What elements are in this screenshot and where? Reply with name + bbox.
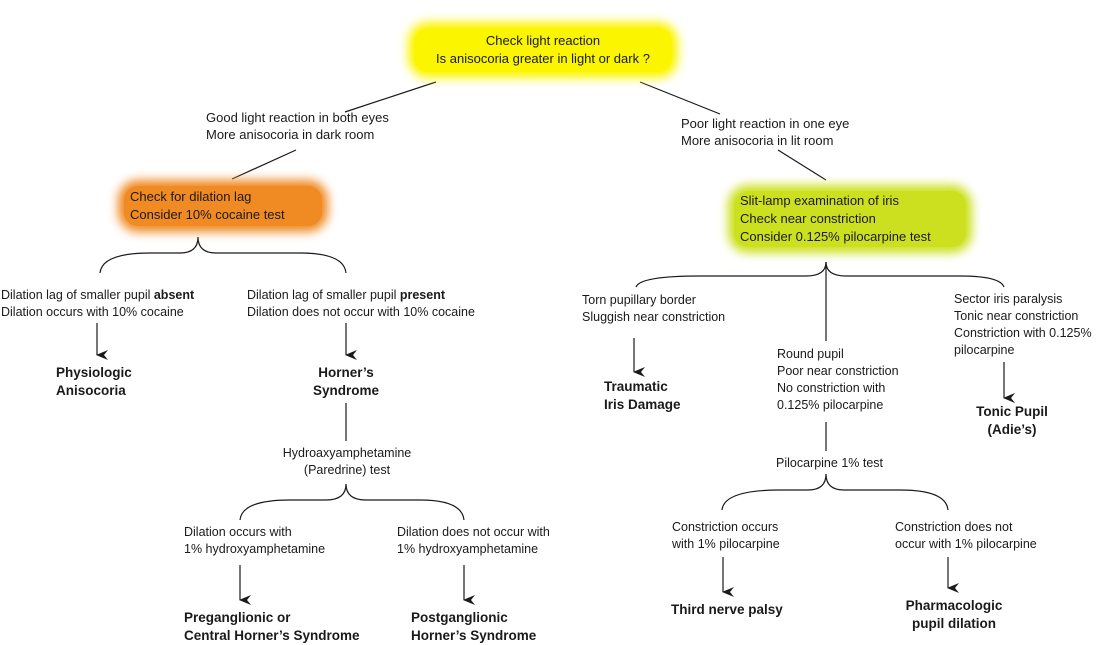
hydroxy-dilation-occurs: Dilation occurs with 1% hydroxyamphetami… [184, 524, 325, 558]
absent-line-1-prefix: Dilation lag of smaller pupil [1, 288, 154, 302]
result-postganglionic: Postganglionic Horner’s Syndrome [411, 609, 536, 645]
torn-line-2: Sluggish near constriction [582, 310, 726, 324]
paredrine-line-2: (Paredrine) test [303, 463, 391, 477]
right-condition-line-1: Poor light reaction in one eye [681, 116, 850, 131]
hydroxy-not-line-2: 1% hydroxyamphetamine [397, 542, 539, 556]
pharmacologic-line-1: Pharmacologic [905, 598, 1003, 613]
connector-root-left [344, 81, 437, 113]
brace-left-cocaine [99, 236, 347, 274]
hydroxy-not-line-1: Dilation does not occur with [397, 525, 550, 539]
present-line-1-bold: present [399, 288, 446, 302]
root-line-2: Is anisocoria greater in light or dark ? [436, 51, 650, 66]
constriction-occurs-line-1: Constriction occurs [672, 520, 779, 534]
brace-right-pilocarpine [721, 473, 949, 511]
hydroxy-occurs-line-1: Dilation occurs with [184, 525, 292, 539]
cocaine-box-line-2: Consider 10% cocaine test [130, 207, 285, 222]
preganglionic-line-2: Central Horner’s Syndrome [184, 628, 360, 643]
torn-line-1: Torn pupillary border [582, 293, 696, 307]
slitlamp-box-line-1: Slit-lamp examination of iris [740, 193, 899, 208]
physiologic-line-1: Physiologic [56, 365, 132, 380]
horners-line-2: Syndrome [312, 383, 380, 398]
left-condition-line-2: More anisocoria in dark room [206, 127, 375, 142]
round-line-3: No constriction with [777, 381, 886, 395]
connector-left-condition-box [231, 149, 297, 180]
hydroxy-dilation-not-occurs: Dilation does not occur with 1% hydroxya… [397, 524, 550, 558]
result-horners-syndrome: Horner’s Syndrome [310, 364, 382, 400]
present-line-1-prefix: Dilation lag of smaller pupil [247, 288, 400, 302]
tonic-line-1: Tonic Pupil [976, 404, 1048, 419]
sector-line-3: Constriction with 0.125% [954, 326, 1092, 340]
pilocarpine-1-test: Pilocarpine 1% test [776, 455, 883, 472]
paredrine-line-1: Hydroaxyamphetamine [282, 446, 412, 460]
present-line-2: Dilation does not occur with 10% cocaine [247, 305, 475, 319]
result-pharmacologic-dilation: Pharmacologic pupil dilation [898, 597, 1010, 633]
root-line-1: Check light reaction [485, 33, 601, 48]
absent-line-1-bold: absent [153, 288, 195, 302]
sector-line-2: Tonic near constriction [954, 309, 1079, 323]
pharmacologic-line-2: pupil dilation [912, 616, 996, 631]
constriction-occurs-line-2: with 1% pilocarpine [672, 537, 780, 551]
postganglionic-line-2: Horner’s Syndrome [411, 628, 537, 643]
constriction-occurs: Constriction occurs with 1% pilocarpine [672, 519, 780, 553]
result-physiologic-anisocoria: Physiologic Anisocoria [56, 364, 132, 400]
cocaine-test-box: Check for dilation lag Consider 10% coca… [124, 186, 322, 226]
brace-left-paredrine [239, 483, 465, 521]
connector-right-condition-box [777, 149, 827, 181]
slitlamp-box: Slit-lamp examination of iris Check near… [734, 191, 966, 247]
physiologic-line-2: Anisocoria [56, 383, 126, 398]
result-traumatic-iris-damage: Traumatic Iris Damage [604, 378, 681, 414]
round-line-2: Poor near constriction [777, 364, 899, 378]
sector-iris-paralysis: Sector iris paralysis Tonic near constri… [954, 291, 1092, 359]
connector-root-right [639, 81, 721, 115]
preganglionic-line-1: Preganglionic or [184, 610, 291, 625]
left-condition-line-1: Good light reaction in both eyes [206, 110, 389, 125]
root-decision-box: Check light reaction Is anisocoria great… [414, 28, 672, 72]
tonic-line-2: (Adie’s) [987, 422, 1037, 437]
dilation-lag-absent: Dilation lag of smaller pupil absent Dil… [1, 287, 194, 321]
constriction-not-line-1: Constriction does not [895, 520, 1013, 534]
pilocarpine-test-label: Pilocarpine 1% test [776, 456, 884, 470]
paredrine-test: Hydroaxyamphetamine (Paredrine) test [276, 445, 418, 479]
cocaine-box-line-1: Check for dilation lag [130, 189, 252, 204]
round-pupil: Round pupil Poor near constriction No co… [777, 346, 899, 414]
result-tonic-pupil: Tonic Pupil (Adie’s) [966, 403, 1058, 439]
sector-line-1: Sector iris paralysis [954, 292, 1063, 306]
horners-line-1: Horner’s [318, 365, 374, 380]
right-condition-line-2: More anisocoria in lit room [681, 133, 834, 148]
postganglionic-line-1: Postganglionic [411, 610, 508, 625]
left-condition: Good light reaction in both eyes More an… [206, 109, 389, 143]
hydroxy-occurs-line-2: 1% hydroxyamphetamine [184, 542, 326, 556]
round-line-1: Round pupil [777, 347, 844, 361]
result-third-nerve-palsy: Third nerve palsy [671, 601, 783, 619]
torn-pupillary-border: Torn pupillary border Sluggish near cons… [582, 292, 725, 326]
round-line-4: 0.125% pilocarpine [777, 398, 884, 412]
right-condition: Poor light reaction in one eye More anis… [681, 115, 849, 149]
third-nerve-label: Third nerve palsy [671, 602, 783, 617]
traumatic-line-1: Traumatic [604, 379, 668, 394]
constriction-not-line-2: occur with 1% pilocarpine [895, 537, 1037, 551]
slitlamp-box-line-3: Consider 0.125% pilocarpine test [740, 229, 931, 244]
absent-line-2: Dilation occurs with 10% cocaine [1, 305, 184, 319]
traumatic-line-2: Iris Damage [604, 397, 681, 412]
sector-line-4: pilocarpine [954, 343, 1015, 357]
slitlamp-box-line-2: Check near constriction [740, 211, 876, 226]
result-preganglionic: Preganglionic or Central Horner’s Syndro… [184, 609, 360, 645]
brace-right-slitlamp [635, 261, 1005, 288]
dilation-lag-present: Dilation lag of smaller pupil present Di… [247, 287, 475, 321]
constriction-not-occurs: Constriction does not occur with 1% pilo… [895, 519, 1037, 553]
